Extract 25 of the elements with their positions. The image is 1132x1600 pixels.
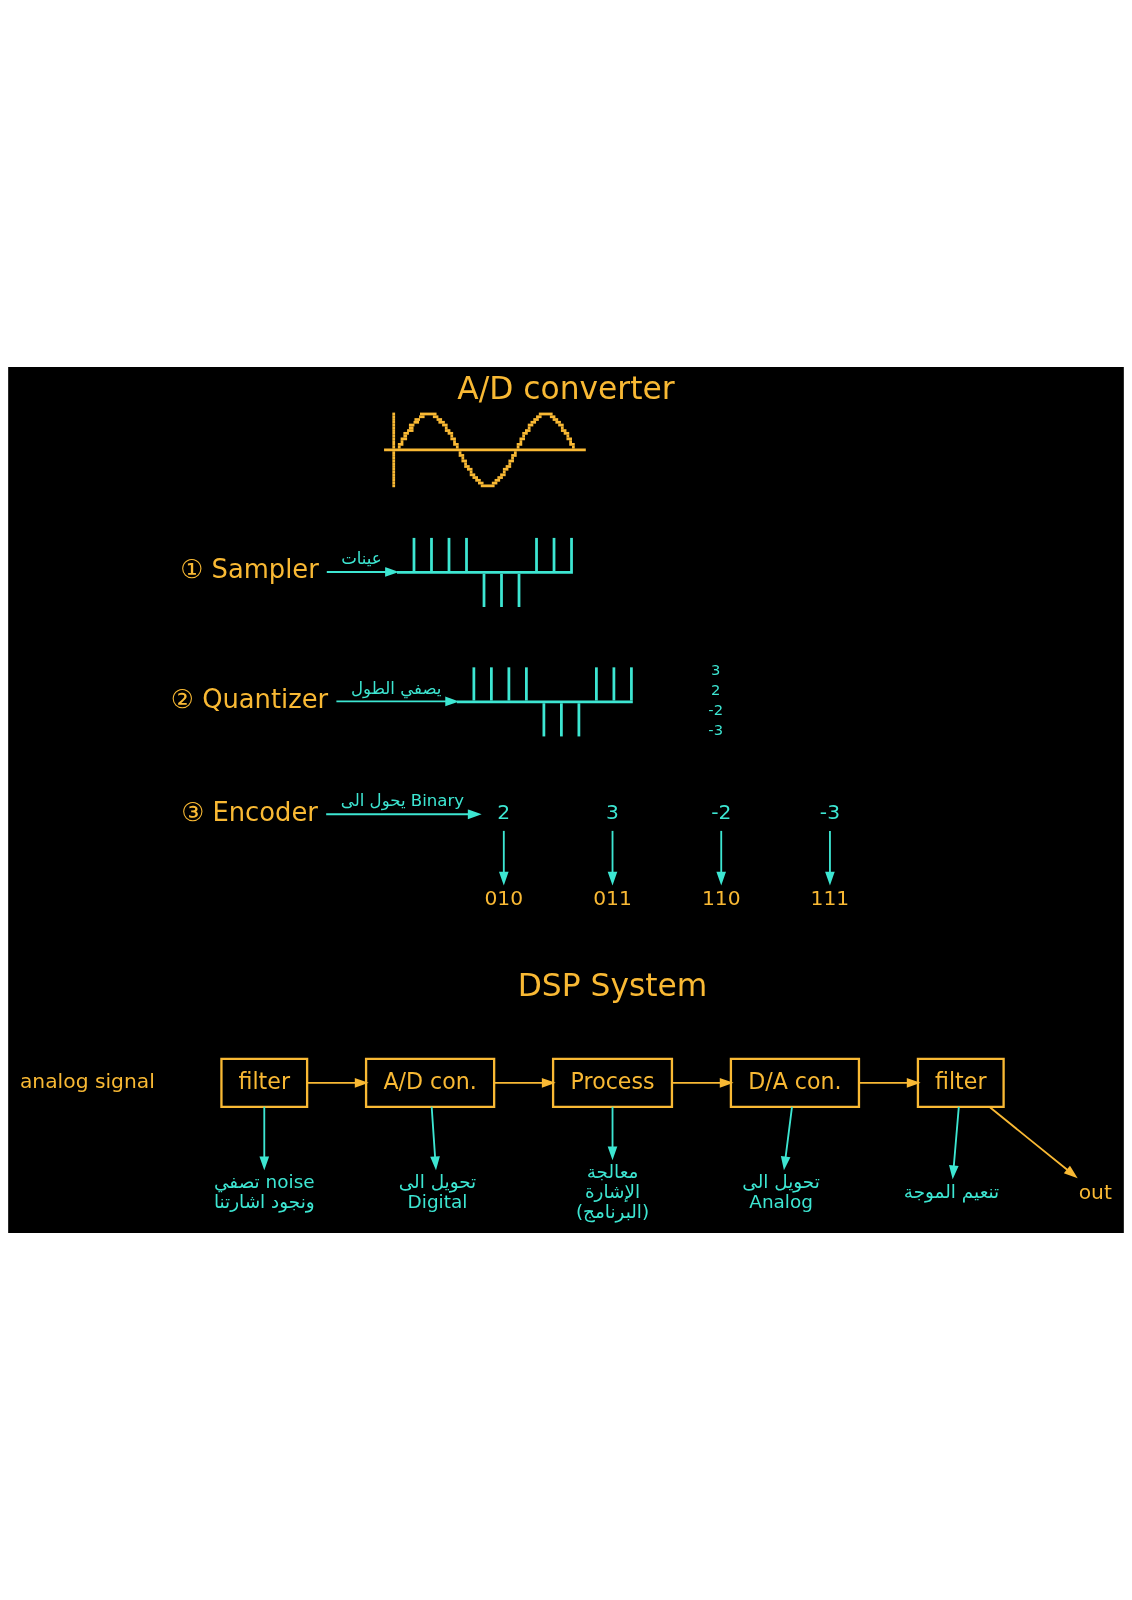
node-text: 011	[593, 885, 632, 910]
label: analog signal	[19, 1068, 155, 1093]
node-text: ③ Encoder	[181, 796, 318, 827]
edge-label: يحول الى Binary	[340, 791, 465, 811]
label: DSP System	[517, 966, 708, 1003]
node-text: معالجة الإشارة (البرنامج)	[575, 1160, 650, 1223]
node-text: تنعيم الموجة	[903, 1180, 1000, 1202]
edge-label: يصفي الطول	[351, 678, 442, 698]
node-text: -3	[819, 800, 841, 825]
node-text: 3	[606, 800, 619, 825]
node-text: 2	[497, 800, 511, 825]
label: 2	[711, 680, 721, 698]
node-text: ② Quantizer	[170, 683, 329, 714]
node-text: out	[1078, 1179, 1112, 1204]
label: 3	[711, 660, 721, 678]
edge-label: عينات	[341, 549, 382, 569]
node-text: 111	[810, 885, 850, 910]
label: -2	[708, 701, 724, 719]
node-text: 110	[701, 885, 741, 910]
node-text: -2	[711, 800, 732, 825]
node-text: 010	[484, 885, 524, 910]
node-text: تصفي noise ونجود اشارتنا	[213, 1170, 315, 1213]
label: -3	[708, 721, 724, 739]
node-text: ① Sampler	[180, 554, 319, 585]
diagram-title: A/D converter	[457, 370, 675, 407]
